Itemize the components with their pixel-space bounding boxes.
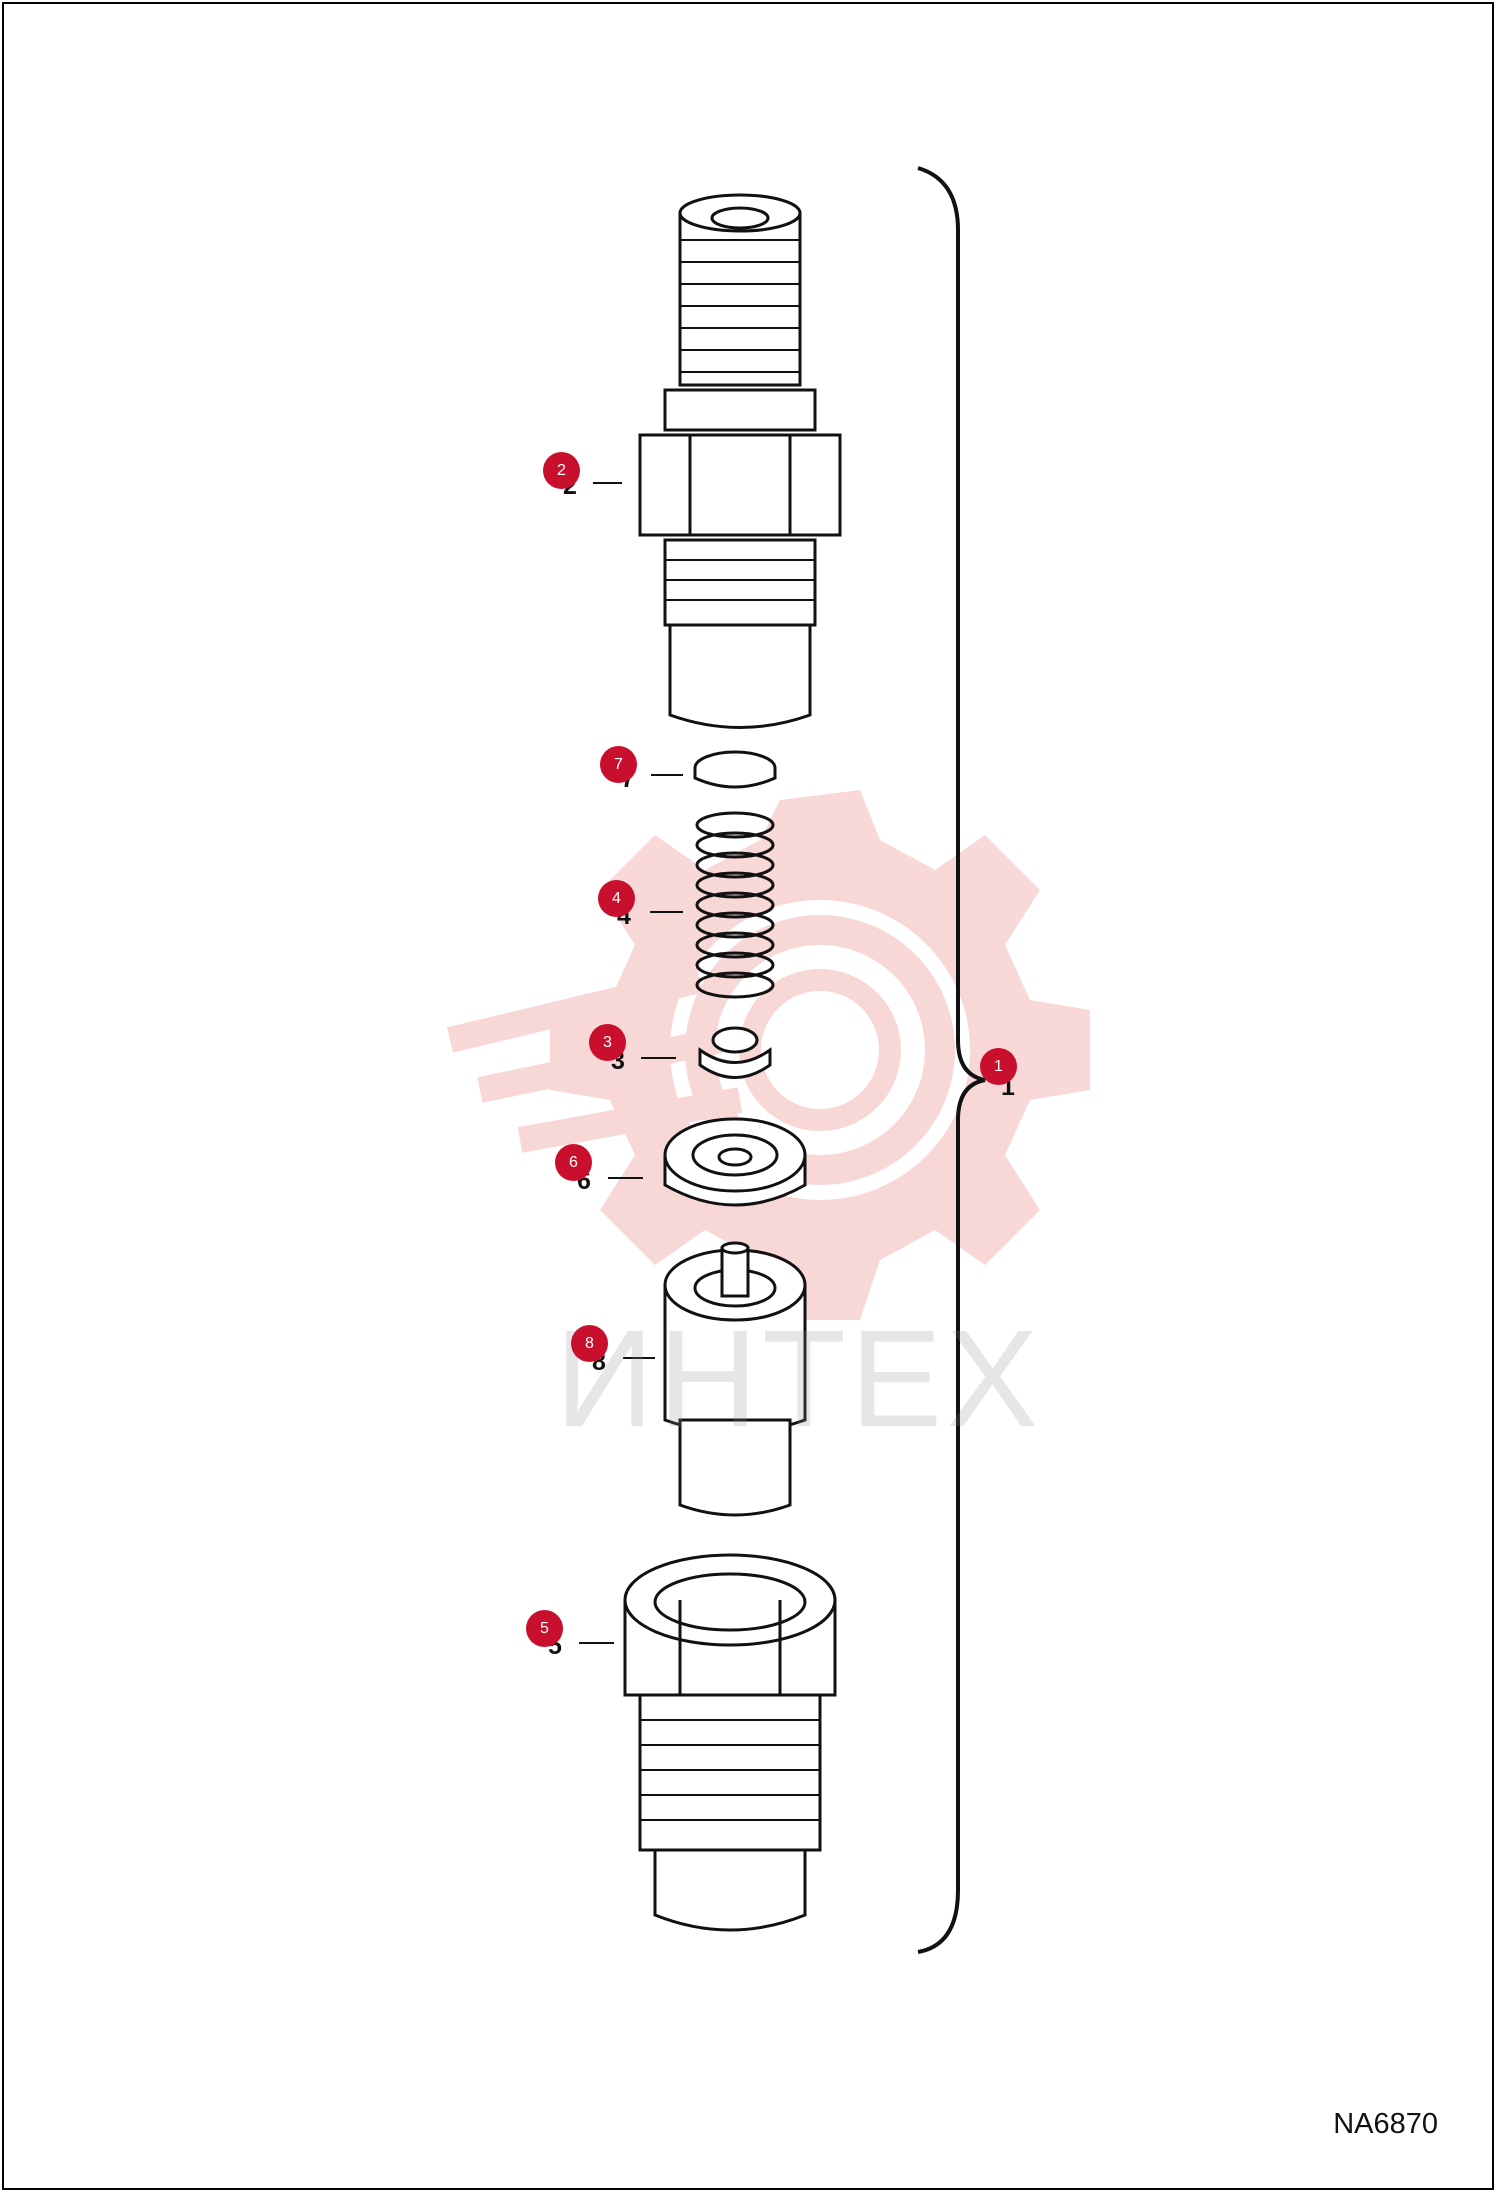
callout-badge-2[interactable]: 2 [543,452,580,489]
callout-badge-5[interactable]: 5 [526,1610,563,1647]
callout-badge-6[interactable]: 6 [555,1144,592,1181]
part-7-disc [693,750,777,789]
leader-lines [579,482,683,1644]
part-2-body [638,193,842,729]
part-8-delivery-valve [663,1241,807,1517]
figure-code: NA6870 [1333,2108,1438,2140]
callout-badge-7[interactable]: 7 [600,746,637,783]
part-3-valve [698,1026,772,1079]
part-4-spring [695,811,775,999]
callout-badge-8[interactable]: 8 [571,1325,608,1362]
callout-badge-3[interactable]: 3 [589,1024,626,1061]
callout-badge-1[interactable]: 1 [980,1048,1017,1085]
part-5-holder [623,1553,837,1932]
callout-badge-4[interactable]: 4 [598,880,635,917]
part-6-seat [663,1117,807,1207]
watermark-text: ИНТЕХ [555,1302,1043,1456]
